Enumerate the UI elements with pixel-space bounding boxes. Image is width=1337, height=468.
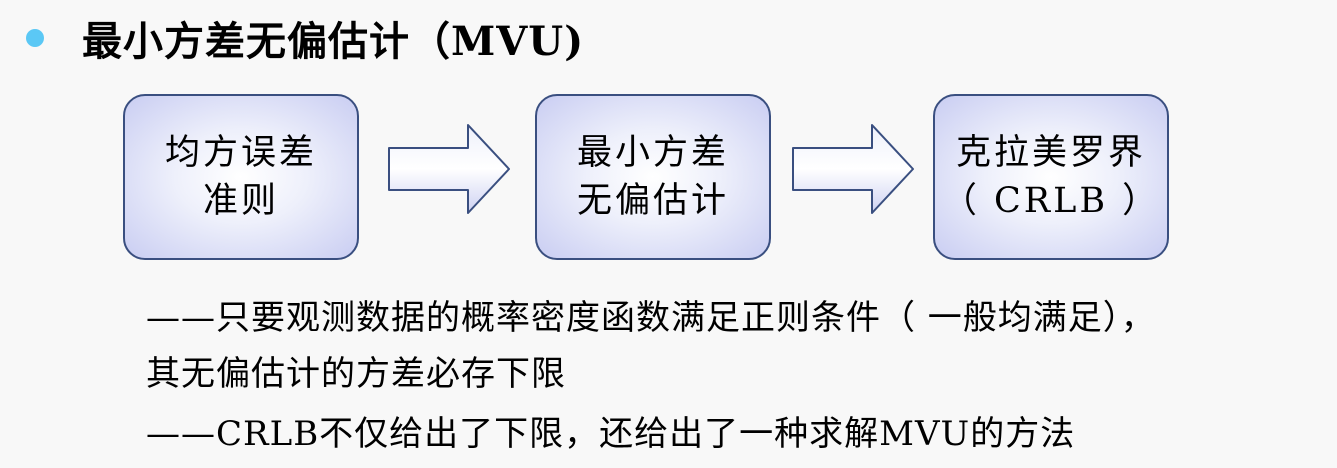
bullet-dot-icon [26,29,44,47]
flow-box-label-line1: 最小方差 [576,133,729,173]
flow-box-crlb: 克拉美罗界 （ CRLB ） [933,94,1169,260]
flow-box-label-line2: （ CRLB ） [941,181,1161,221]
flow-box-mvu-estimator: 最小方差 无偏估计 [535,94,771,260]
flow-box-label-line1: 均方误差 [164,133,317,173]
slide-title: 最小方差无偏估计（MVU) [82,18,585,65]
right-arrow-icon [792,124,914,214]
note-line-1: ——只要观测数据的概率密度函数满足正则条件（ 一般均满足）， [146,298,1156,338]
flow-box-mse-criterion: 均方误差 准则 [123,94,359,260]
note-line-2: 其无偏估计的方差必存下限 [146,354,566,394]
flow-box-label-line1: 克拉美罗界 [955,133,1146,173]
slide-heading: 最小方差无偏估计（MVU) [26,8,584,68]
right-arrow-icon [388,124,510,214]
note-line-3: ——CRLB不仅给出了下限，还给出了一种求解MVU的方法 [146,414,1076,454]
flow-box-label-line2: 准则 [202,181,279,221]
flow-box-label-line2: 无偏估计 [576,181,729,221]
